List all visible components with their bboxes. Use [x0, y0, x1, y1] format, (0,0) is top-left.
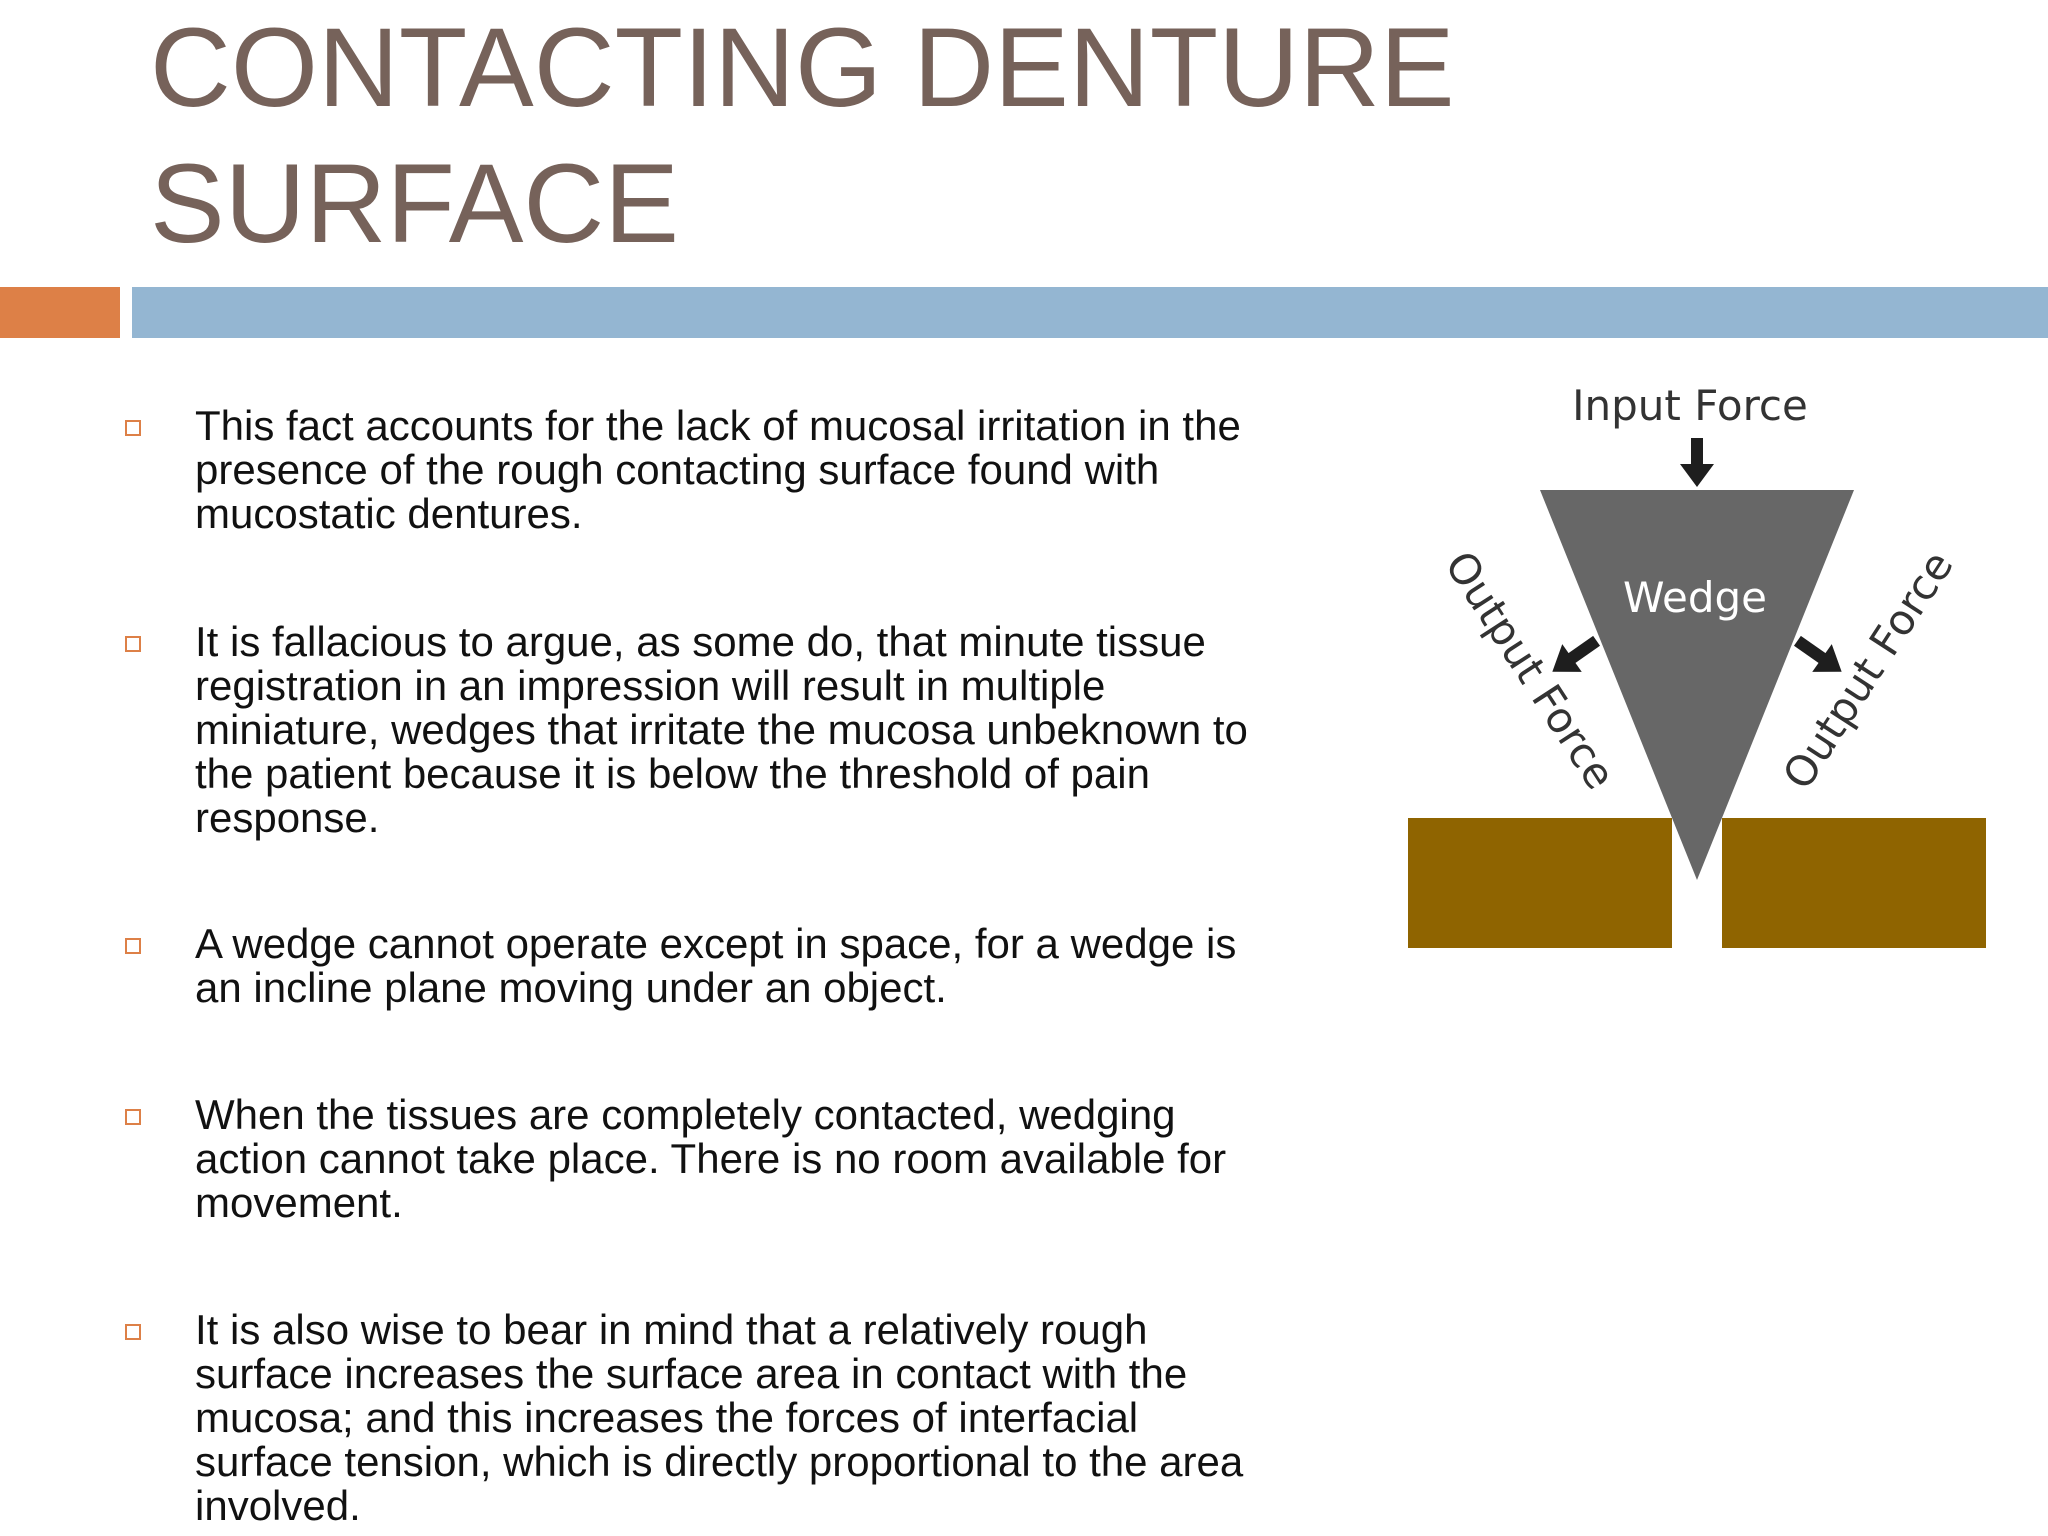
bullet-text-5: It is also wise to bear in mind that a r… — [195, 1306, 1244, 1529]
bullet-text-4: When the tissues are completely contacte… — [195, 1091, 1227, 1226]
wedge-label: Wedge — [1623, 573, 1767, 622]
wedge-force-diagram: Input Force Wedge Output Force Output Fo… — [1408, 381, 1986, 948]
right-block — [1722, 818, 1986, 948]
bullet-text-3: A wedge cannot operate except in space, … — [195, 920, 1237, 1011]
slide-title: CONTACTING DENTURE SURFACE — [150, 0, 1850, 272]
square-bullet-icon — [125, 636, 141, 652]
square-bullet-icon — [125, 420, 141, 436]
input-force-arrow-icon — [1680, 438, 1714, 487]
square-bullet-icon — [125, 1324, 141, 1340]
slide-title-line-2: SURFACE — [150, 141, 679, 266]
output-force-left-arrow-icon — [1552, 635, 1601, 672]
accent-bar-orange — [0, 287, 120, 338]
bullet-text-2: It is fallacious to argue, as some do, t… — [195, 618, 1248, 841]
bullet-text-1: This fact accounts for the lack of mucos… — [195, 402, 1241, 537]
accent-bar-blue — [132, 287, 2048, 338]
input-force-label: Input Force — [1572, 381, 1808, 430]
square-bullet-icon — [125, 1109, 141, 1125]
left-block — [1408, 818, 1672, 948]
slide-title-line-1: CONTACTING DENTURE — [150, 5, 1455, 130]
square-bullet-icon — [125, 938, 141, 954]
output-force-right-arrow-icon — [1793, 635, 1842, 672]
bullet-list: This fact accounts for the lack of mucos… — [125, 402, 1248, 1529]
wedge-triangle — [1540, 490, 1854, 880]
